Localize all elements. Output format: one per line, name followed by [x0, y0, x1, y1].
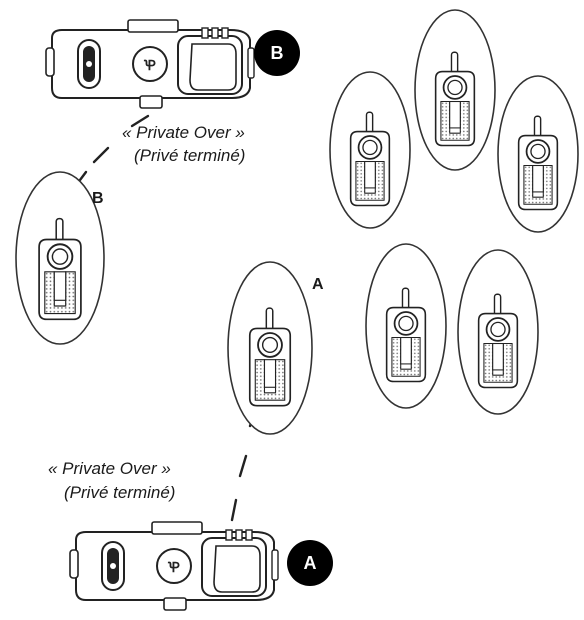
- group-radio: [414, 9, 496, 171]
- link-line-b: [78, 114, 150, 182]
- group-radio: [365, 243, 447, 409]
- bottom-quote-line2: (Privé terminé): [64, 483, 176, 502]
- group-radio: [457, 249, 539, 415]
- group-radio: [329, 71, 411, 229]
- base-station-a-badge: A: [287, 540, 333, 586]
- group-radio: [497, 75, 579, 233]
- top-quote-line2: (Privé terminé): [134, 146, 246, 165]
- radio-a: [227, 261, 313, 435]
- link-line-a: [230, 412, 256, 522]
- base-station-b: [45, 19, 255, 109]
- radio-b-letter: B: [92, 190, 104, 207]
- radio-b: [15, 171, 105, 345]
- base-station-a: [69, 521, 279, 611]
- radio-a-letter: A: [312, 276, 324, 293]
- top-quote-line1: « Private Over »: [122, 123, 245, 142]
- bottom-quote-line1: « Private Over »: [48, 459, 171, 478]
- radio-group: [329, 9, 579, 415]
- base-station-b-badge: B: [254, 30, 300, 76]
